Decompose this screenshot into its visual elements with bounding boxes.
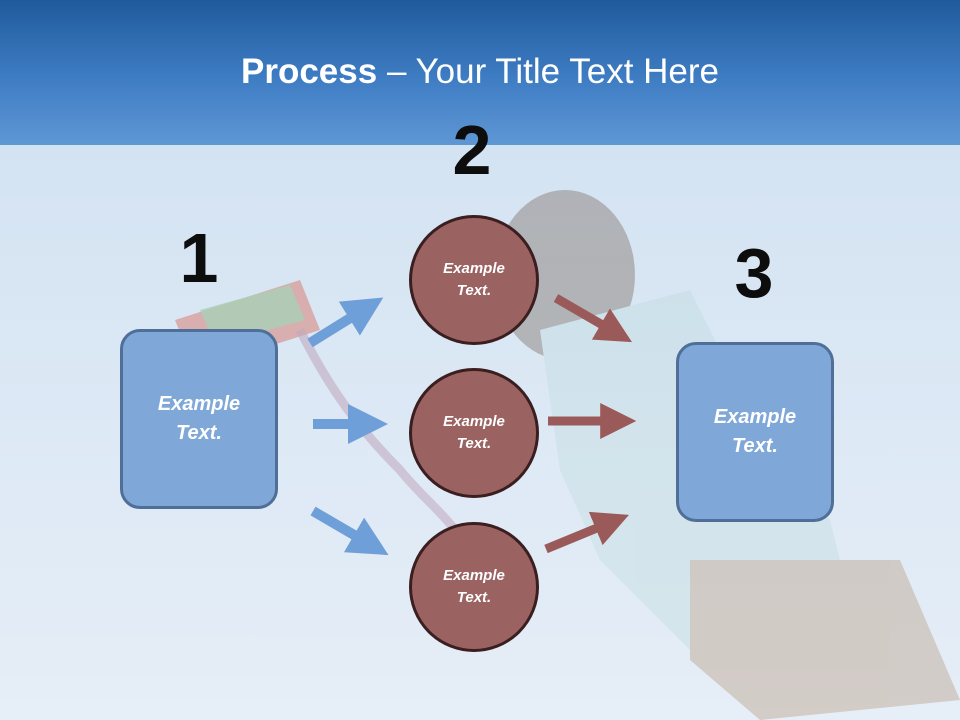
step-2-circle-top: Example Text. — [409, 215, 539, 345]
slide-title: Process – Your Title Text Here — [0, 52, 960, 92]
step-number-2: 2 — [452, 111, 492, 189]
arrow-left-to-top — [307, 297, 384, 348]
circle-bottom-line1: Example — [443, 566, 505, 584]
title-rest: – Your Title Text Here — [377, 52, 719, 91]
arrow-top-to-right — [553, 294, 633, 343]
step-3-box: Example Text. — [676, 342, 834, 522]
step-1-text-line2: Text. — [176, 422, 222, 444]
arrow-left-to-bottom — [310, 506, 389, 556]
circle-bottom-line2: Text. — [456, 589, 492, 606]
step-1-text-line1: Example — [157, 393, 241, 415]
step-3-text-line1: Example — [713, 406, 797, 428]
step-1-box: Example Text. — [120, 329, 278, 509]
arrow-bottom-to-right — [544, 511, 629, 554]
step-2-circle-middle: Example Text. — [409, 368, 539, 498]
step-number-3: 3 — [734, 234, 774, 312]
title-bar — [0, 0, 960, 145]
circle-top-line2: Text. — [456, 282, 492, 299]
circle-middle-line1: Example — [443, 412, 505, 430]
step-number-1: 1 — [179, 219, 219, 297]
circle-top-line1: Example — [443, 259, 505, 277]
step-2-circle-bottom: Example Text. — [409, 522, 539, 652]
circle-middle-line2: Text. — [456, 435, 492, 452]
step-3-text-line2: Text. — [732, 435, 778, 457]
title-bold: Process — [241, 52, 378, 91]
